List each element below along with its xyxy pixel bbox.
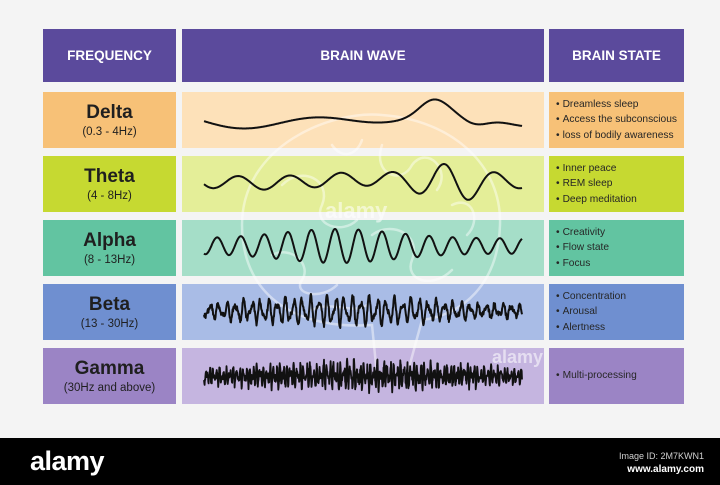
state-item: Concentration	[556, 289, 626, 304]
state-list: Dreamless sleepAccess the subconsciouslo…	[549, 97, 677, 143]
frequency-cell: Theta (4 - 8Hz)	[43, 156, 176, 212]
state-list: Multi-processing	[549, 368, 637, 383]
band-range: (13 - 30Hz)	[80, 317, 139, 330]
band-name: Gamma	[74, 357, 145, 379]
state-item: loss of bodily awareness	[556, 128, 677, 143]
wave-cell	[182, 156, 544, 212]
brain-state-cell: ConcentrationArousalAlertness	[549, 284, 684, 340]
state-item: Multi-processing	[556, 368, 637, 383]
brain-state-cell: Dreamless sleepAccess the subconsciouslo…	[549, 92, 684, 148]
state-item: Flow state	[556, 240, 609, 255]
state-item: Alertness	[556, 320, 626, 335]
band-name: Beta	[88, 293, 131, 315]
frequency-cell: Alpha (8 - 13Hz)	[43, 220, 176, 276]
state-item: Creativity	[556, 225, 609, 240]
footer-url: www.alamy.com	[627, 464, 704, 475]
state-list: CreativityFlow stateFocus	[549, 225, 609, 271]
band-name: Alpha	[83, 229, 136, 251]
state-list: Inner peaceREM sleepDeep meditation	[549, 161, 637, 207]
state-item: Access the subconscious	[556, 112, 677, 127]
band-range: (4 - 8Hz)	[87, 189, 132, 202]
frequency-cell: Beta (13 - 30Hz)	[43, 284, 176, 340]
state-item: Dreamless sleep	[556, 97, 677, 112]
state-list: ConcentrationArousalAlertness	[549, 289, 626, 335]
band-range: (0.3 - 4Hz)	[82, 125, 137, 138]
brain-state-cell: CreativityFlow stateFocus	[549, 220, 684, 276]
state-item: Focus	[556, 256, 609, 271]
wave-cell	[182, 220, 544, 276]
wave-cell	[182, 92, 544, 148]
brain-state-cell: Multi-processing	[549, 348, 684, 404]
brainwave-chart: FREQUENCY BRAIN WAVE BRAIN STATE Delta (0…	[0, 0, 720, 438]
brain-wave-header: BRAIN WAVE	[182, 29, 544, 82]
brain-state-header: BRAIN STATE	[549, 29, 684, 82]
image-id-block: Image ID: 2M7KWN1 www.alamy.com	[619, 450, 704, 476]
band-name: Delta	[86, 101, 133, 123]
frequency-header: FREQUENCY	[43, 29, 176, 82]
frequency-cell: Delta (0.3 - 4Hz)	[43, 92, 176, 148]
footer-bar: alamy Image ID: 2M7KWN1 www.alamy.com	[0, 438, 720, 485]
wave-cell	[182, 284, 544, 340]
frequency-cell: Gamma (30Hz and above)	[43, 348, 176, 404]
band-range: (30Hz and above)	[63, 381, 156, 394]
wave-cell	[182, 348, 544, 404]
state-item: Deep meditation	[556, 192, 637, 207]
image-id: Image ID: 2M7KWN1	[618, 451, 704, 461]
state-item: REM sleep	[556, 176, 637, 191]
state-item: Arousal	[556, 304, 626, 319]
band-name: Theta	[84, 165, 135, 187]
brand-logo: alamy	[30, 446, 105, 476]
brain-state-cell: Inner peaceREM sleepDeep meditation	[549, 156, 684, 212]
band-range: (8 - 13Hz)	[83, 253, 136, 266]
state-item: Inner peace	[556, 161, 637, 176]
